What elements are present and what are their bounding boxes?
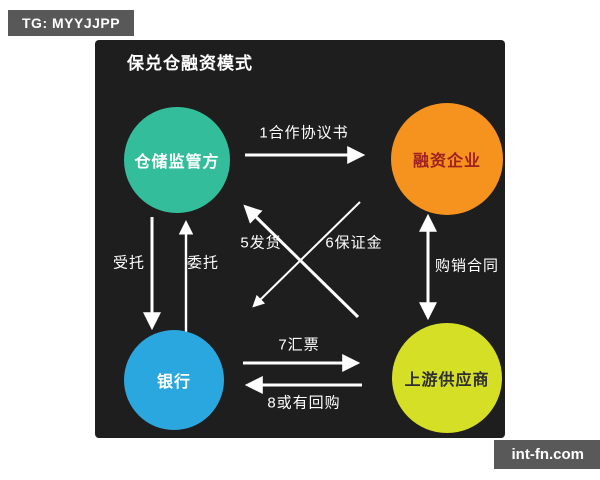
node-warehouse-supervisor-label: 仓储监管方: [134, 154, 220, 171]
diagram-panel: 保兑仓融资模式 仓储监管方: [95, 40, 505, 438]
edge-label-purchase-contract: 购销合同: [434, 257, 500, 275]
watermark-badge-bottom: int-fn.com: [493, 440, 600, 469]
arrow-delivery-diagonal: [243, 204, 360, 319]
edge-label-cooperation-agreement: 1合作协议书: [259, 124, 349, 142]
edge-label-deposit: 6保证金: [325, 234, 383, 252]
node-bank-label: 银行: [156, 374, 191, 391]
node-bank: 银行: [124, 330, 224, 430]
edge-label-entrusted: 受托: [112, 254, 146, 272]
node-financing-enterprise-label: 融资企业: [412, 153, 481, 170]
edge-label-entrust: 委托: [186, 254, 220, 272]
node-upstream-supplier-label: 上游供应商: [404, 372, 490, 389]
diagram-title: 保兑仓融资模式: [127, 54, 253, 73]
edge-label-bill: 7汇票: [278, 336, 320, 354]
edge-label-delivery: 5发货: [240, 234, 282, 252]
node-financing-enterprise: 融资企业: [391, 103, 503, 215]
arrow-deposit-diagonal: [252, 201, 361, 308]
watermark-badge-top: TG: MYYJJPP: [8, 10, 135, 36]
edge-label-repurchase: 8或有回购: [267, 394, 341, 412]
node-warehouse-supervisor: 仓储监管方: [124, 107, 230, 213]
diagram-arrows: [143, 146, 437, 394]
node-upstream-supplier: 上游供应商: [392, 323, 502, 433]
